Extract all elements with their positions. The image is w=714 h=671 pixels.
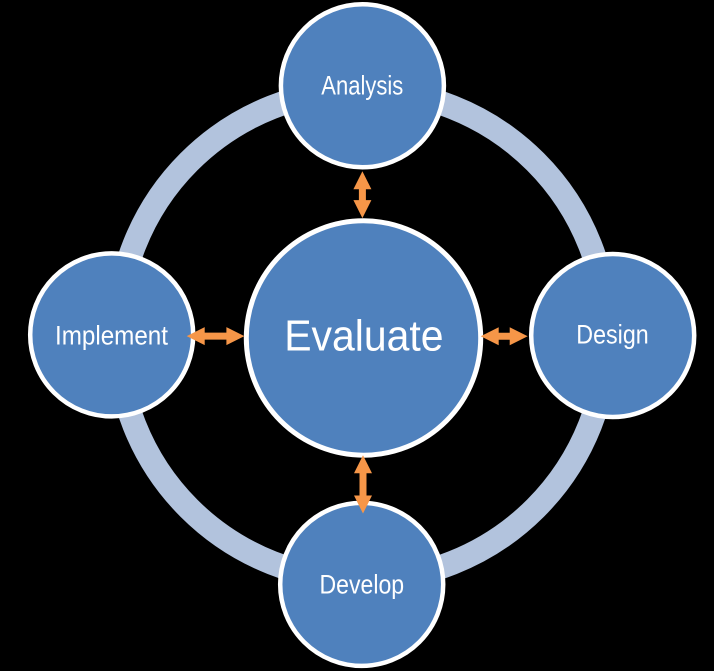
svg-text:Analysis: Analysis bbox=[321, 71, 403, 101]
svg-text:Evaluate: Evaluate bbox=[284, 313, 443, 361]
svg-text:Develop: Develop bbox=[320, 570, 405, 600]
svg-text:Design: Design bbox=[576, 320, 648, 350]
svg-text:Implement: Implement bbox=[55, 320, 169, 350]
